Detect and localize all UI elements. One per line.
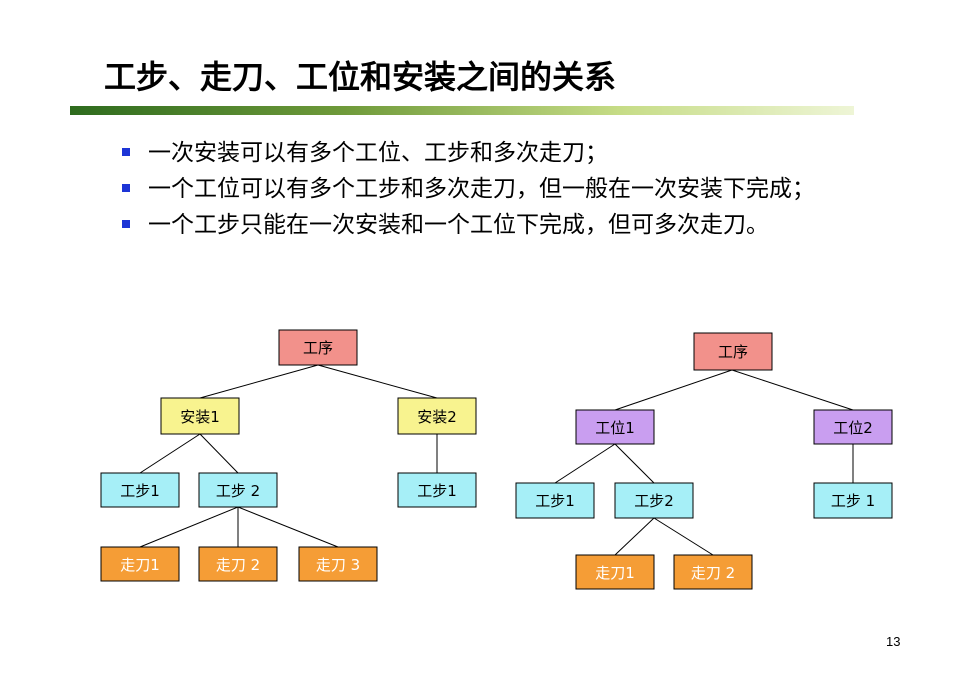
process-node-box bbox=[693, 332, 773, 371]
process-node: 工序 bbox=[278, 329, 358, 366]
process-node-label: 工序 bbox=[303, 339, 333, 357]
station-node: 工位2 bbox=[813, 409, 893, 445]
step-node-label: 工步1 bbox=[417, 482, 457, 500]
step-node-box bbox=[515, 482, 595, 519]
bullet-square-icon bbox=[122, 220, 130, 228]
bullet-item: 一个工位可以有多个工步和多次走刀，但一般在一次安装下完成； bbox=[120, 172, 830, 206]
pass-node: 走刀 2 bbox=[198, 546, 278, 582]
connector-lines bbox=[139, 364, 854, 556]
station-node-label: 工位2 bbox=[833, 419, 873, 437]
step-node-label: 工步 1 bbox=[831, 492, 875, 510]
pass-node-label: 走刀 2 bbox=[691, 564, 735, 582]
step-node: 工步1 bbox=[100, 472, 180, 508]
pass-node-label: 走刀1 bbox=[120, 556, 160, 574]
install-node-label: 安装2 bbox=[417, 408, 457, 426]
step-node-box bbox=[198, 472, 278, 508]
pass-node-label: 走刀 2 bbox=[216, 556, 260, 574]
step-node-label: 工步1 bbox=[535, 492, 575, 510]
right-tree: 工序 工位1 工位2 工步1 工步2 工步 1 走刀1 走刀 2 bbox=[515, 332, 893, 590]
left-tree: 工序 安装1 安装2 工步1 工步 2 工步1 走刀1 走刀 2 bbox=[100, 329, 477, 582]
step-node-label: 工步1 bbox=[120, 482, 160, 500]
station-node: 工位1 bbox=[575, 409, 655, 445]
station-node-label: 工位1 bbox=[595, 419, 635, 437]
install-node-box bbox=[397, 397, 477, 435]
page-number: 13 bbox=[886, 634, 901, 649]
bullet-square-icon bbox=[122, 148, 130, 156]
bullet-text: 一个工位可以有多个工步和多次走刀，但一般在一次安装下完成； bbox=[148, 176, 815, 202]
install-node: 安装1 bbox=[160, 397, 240, 435]
pass-node-box bbox=[100, 546, 180, 582]
pass-node-box bbox=[575, 554, 655, 590]
pass-node: 走刀1 bbox=[100, 546, 180, 582]
process-node-box bbox=[278, 329, 358, 366]
pass-node: 走刀1 bbox=[575, 554, 655, 590]
step-node-label: 工步 2 bbox=[216, 482, 260, 500]
step-node: 工步2 bbox=[614, 482, 694, 519]
step-node: 工步1 bbox=[397, 472, 477, 508]
pass-node: 走刀 2 bbox=[673, 554, 753, 590]
install-node-box bbox=[160, 397, 240, 435]
step-node-box bbox=[614, 482, 694, 519]
bullet-list: 一次安装可以有多个工位、工步和多次走刀； 一个工位可以有多个工步和多次走刀，但一… bbox=[120, 136, 830, 244]
process-node-label: 工序 bbox=[718, 343, 748, 361]
install-node: 安装2 bbox=[397, 397, 477, 435]
bullet-square-icon bbox=[122, 184, 130, 192]
step-node-box bbox=[100, 472, 180, 508]
step-node: 工步 1 bbox=[813, 482, 893, 519]
station-node-box bbox=[575, 409, 655, 445]
bullet-text: 一次安装可以有多个工位、工步和多次走刀； bbox=[148, 140, 608, 166]
install-node-label: 安装1 bbox=[180, 408, 220, 426]
step-node-label: 工步2 bbox=[634, 492, 674, 510]
pass-node-box bbox=[673, 554, 753, 590]
station-node-box bbox=[813, 409, 893, 445]
bullet-text: 一个工步只能在一次安装和一个工位下完成，但可多次走刀。 bbox=[148, 212, 769, 238]
step-node-box bbox=[397, 472, 477, 508]
pass-node-label: 走刀 3 bbox=[316, 556, 360, 574]
title-underline bbox=[70, 106, 854, 115]
step-node-box bbox=[813, 482, 893, 519]
step-node: 工步1 bbox=[515, 482, 595, 519]
slide-title: 工步、走刀、工位和安装之间的关系 bbox=[104, 58, 617, 96]
pass-node-box bbox=[298, 546, 378, 582]
pass-node-box bbox=[198, 546, 278, 582]
bullet-item: 一个工步只能在一次安装和一个工位下完成，但可多次走刀。 bbox=[120, 208, 830, 242]
pass-node-label: 走刀1 bbox=[595, 564, 635, 582]
bullet-item: 一次安装可以有多个工位、工步和多次走刀； bbox=[120, 136, 830, 170]
pass-node: 走刀 3 bbox=[298, 546, 378, 582]
step-node: 工步 2 bbox=[198, 472, 278, 508]
process-node: 工序 bbox=[693, 332, 773, 371]
